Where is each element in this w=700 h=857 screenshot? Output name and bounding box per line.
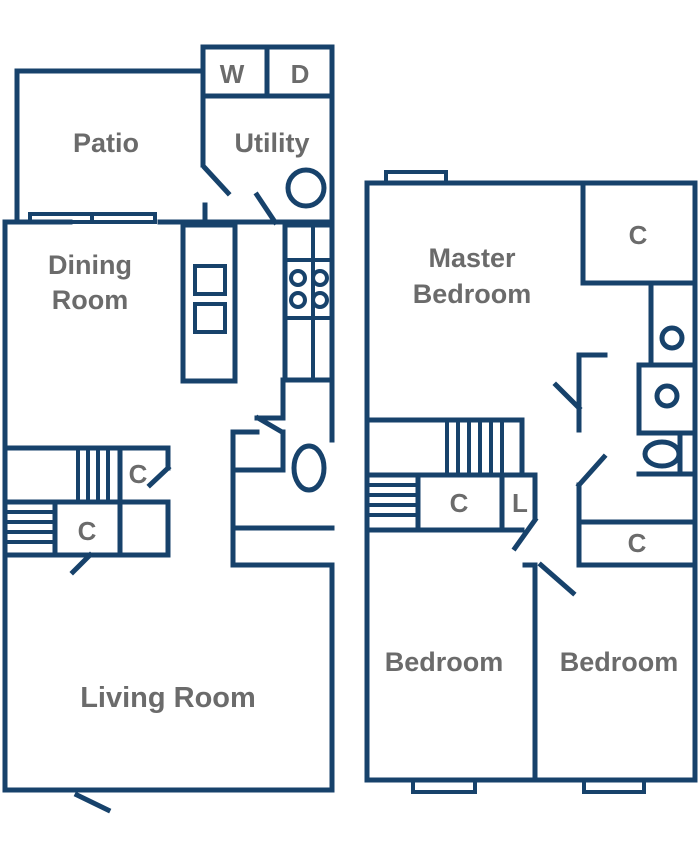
dryer-label: D: [291, 59, 310, 89]
window-master: [384, 170, 448, 185]
linen-door: [511, 516, 539, 552]
vanity: [636, 362, 698, 436]
closet-label: C: [629, 220, 648, 250]
bedroom-label: Bedroom: [560, 647, 679, 677]
front-door: [73, 791, 112, 814]
patio-label: Patio: [73, 128, 139, 158]
toilet-icon: [291, 443, 327, 493]
closet-lower-door: [69, 551, 94, 576]
sink-basin-1: [193, 264, 227, 296]
half-bath-wall: [254, 377, 286, 421]
sink-basin-2: [193, 302, 227, 334]
kitchen-counter: [282, 222, 335, 383]
kitchen-island: [180, 222, 238, 384]
master-bedroom-label-line2: Bedroom: [413, 279, 532, 309]
sink-icon: [659, 325, 685, 351]
master-door-wall: [576, 352, 608, 433]
sink-icon: [654, 383, 680, 409]
patio-door: [201, 164, 232, 197]
closet-label: C: [450, 488, 469, 518]
linen-closet-label: L: [512, 488, 528, 518]
stove-burner-icon: [311, 269, 329, 287]
master-door: [552, 381, 583, 412]
hall-right-wall: [576, 482, 698, 568]
closet-label: C: [628, 528, 647, 558]
second-floor-outline: [364, 180, 698, 783]
bath-door: [575, 453, 608, 489]
master-bedroom-label-line1: Master: [428, 243, 516, 273]
first-floor: W D Patio Utility Dining Room C C Living…: [2, 44, 335, 814]
bedroom-label: Bedroom: [385, 647, 504, 677]
stove-burner-icon: [289, 291, 307, 309]
closet-upper-door: [146, 464, 172, 489]
window-bedroom-2: [582, 778, 646, 794]
toilet-icon: [642, 439, 682, 469]
closet-label: C: [129, 459, 148, 489]
second-floor: C Master Bedroom C L C Bedroom Bedroom: [364, 170, 698, 794]
half-bath-door: [254, 414, 286, 436]
master-closet: [580, 180, 698, 286]
stove-burner-icon: [289, 269, 307, 287]
washer-label: W: [220, 59, 245, 89]
dining-room-label-line1: Dining: [48, 250, 132, 280]
window-bedroom-1: [411, 778, 477, 794]
closet-label: C: [78, 516, 97, 546]
stove-burner-icon: [311, 291, 329, 309]
utility-label: Utility: [234, 128, 309, 158]
dining-room-label-line2: Room: [52, 285, 129, 315]
first-floor-outline: [2, 219, 335, 793]
closet-lower-right: [117, 499, 171, 558]
half-bath-wall-2: [230, 429, 335, 568]
utility-door: [253, 191, 279, 226]
bedroom-door: [537, 561, 577, 597]
patio-wall: [14, 68, 206, 225]
living-room-label: Living Room: [80, 682, 256, 714]
water-heater-icon: [285, 167, 327, 209]
